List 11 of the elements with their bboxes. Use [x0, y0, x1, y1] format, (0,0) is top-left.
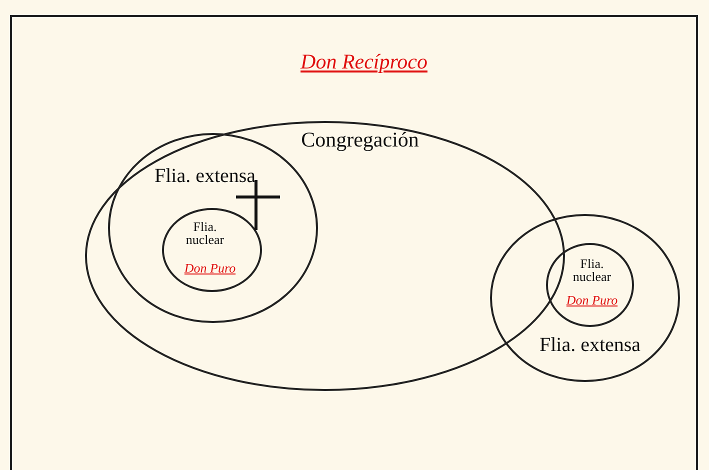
region-label: Flia. nuclear [572, 257, 612, 283]
ellipse-region [546, 243, 634, 327]
region-label: Congregación [301, 130, 419, 150]
region-label: Flia. extensa [154, 166, 256, 186]
gift-label: Don Puro [566, 294, 618, 306]
gift-label: Don Puro [184, 262, 236, 274]
ellipse-region [162, 208, 262, 292]
ellipse-region [490, 214, 680, 382]
region-label: Flia. extensa [539, 335, 641, 355]
region-label: Flia. nuclear [184, 220, 226, 246]
title: Don Recíproco [300, 50, 428, 74]
